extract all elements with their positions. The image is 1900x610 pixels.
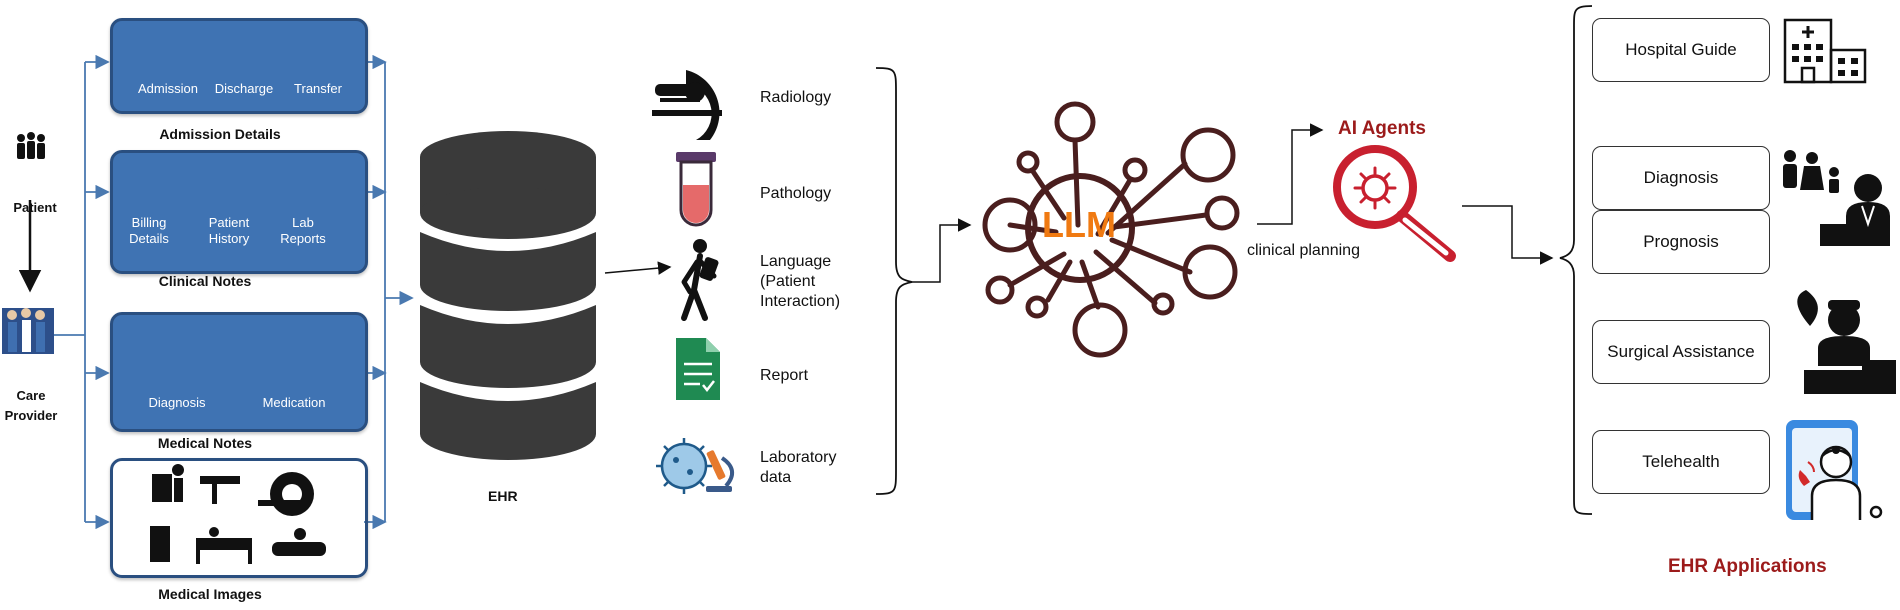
hospital-building-icon [1783,18,1867,84]
source-radiology: Radiology [760,89,832,106]
patient-label: Patient [13,200,57,215]
billing-details-item: Billing Details [129,215,169,246]
source-laboratory-data: Laboratory data [760,449,837,486]
discharge-item: Discharge [214,81,274,96]
clinical-notes-panel: Billing Details Patient History Lab Repo… [110,150,368,274]
admission-item: Admission [138,81,198,96]
ehr-to-sources-arrow [604,261,672,275]
ai-agent-magnifier-icon [1333,145,1456,262]
report-document-icon [676,338,720,400]
app-prognosis: Prognosis [1592,210,1770,274]
ai-agents-title: AI Agents [1338,118,1426,139]
diagnosis-item: Diagnosis [148,395,206,410]
app-hospital-guide: Hospital Guide [1592,18,1770,82]
source-language: Language (Patient Interaction) [760,253,841,310]
medical-images-collage [140,458,342,572]
provider-to-panels-lines [50,54,110,530]
care-provider-team-icon [2,308,54,354]
doctor-family-icon [1783,150,1890,246]
app-surgical-assistance: Surgical Assistance [1592,320,1770,384]
source-report: Report [760,367,809,384]
clinical-notes-caption: Clinical Notes [158,273,252,289]
medical-notes-caption: Medical Notes [157,435,253,451]
patient-history-item: Patient History [208,215,250,246]
admission-panel: Admission Discharge Transfer [110,18,368,114]
medical-notes-panel: Diagnosis Medication [110,312,368,432]
walking-person-icon [681,239,719,321]
ehr-database-icon [420,131,596,460]
llm-network [982,101,1240,358]
care-provider-label: Care Provider [4,388,58,423]
test-tube-icon [676,152,716,227]
agents-to-applications-arrow [1462,205,1554,265]
surgeon-icon [1797,290,1896,394]
microscope-virus-icon [656,438,734,494]
transfer-item: Transfer [294,81,342,96]
clinical-planning-label: clinical planning [1247,242,1360,259]
ehr-applications-title: EHR Applications [1668,556,1827,577]
radiology-scanner-icon [652,70,722,140]
sources-brace [875,67,913,495]
app-diagnosis: Diagnosis [1592,146,1770,210]
brace-to-llm-arrow [912,218,972,283]
telehealth-doctor-icon [1786,420,1883,520]
medical-images-caption: Medical Images [158,586,262,602]
applications-brace [1559,5,1593,515]
panels-to-ehr-lines [364,54,414,530]
medical-images-panel [110,458,368,578]
patient-family-icon [17,132,45,159]
admission-details-caption: Admission Details [159,126,281,142]
app-telehealth: Telehealth [1592,430,1770,494]
ehr-label: EHR [488,488,518,504]
medication-item: Medication [262,395,326,410]
source-pathology: Pathology [760,185,832,202]
llm-to-agents-arrow [1257,123,1324,225]
llm-label: LLM [1042,204,1116,245]
lab-reports-item: Lab Reports [280,215,326,246]
